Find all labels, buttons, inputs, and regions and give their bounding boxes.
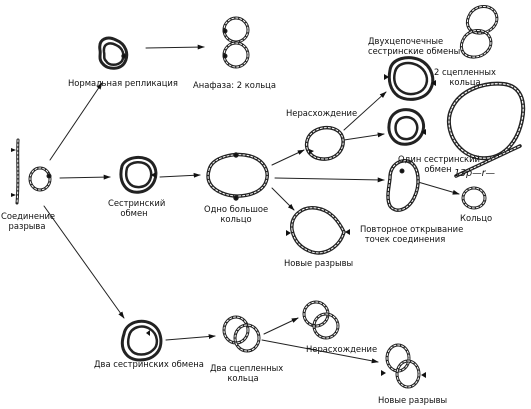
label-reopening: Повторное открывание точек соединения	[360, 224, 464, 244]
sister-exchange-ring	[119, 156, 158, 194]
label-one-exchange: Один сестринский обмен	[398, 154, 480, 174]
nondisjunction-top-ring	[304, 125, 345, 161]
label-one-exchange-line2: обмен	[424, 164, 452, 174]
label-double-exchanges: Двухцепочечные сестринские обмены	[368, 36, 460, 56]
nondisjunction-bottom-rings	[302, 300, 340, 340]
label-two-linked-top-line2: кольца	[449, 77, 481, 87]
label-sister-exchange: Сестринский обмен	[108, 198, 166, 218]
label-two-linked-bottom-line2: кольца	[227, 373, 259, 383]
broken-chromosome	[11, 138, 20, 205]
label-joining-line2: разрыва	[8, 221, 46, 231]
new-breaks-mid-chromosome	[286, 206, 350, 255]
new-breaks-bottom-rings	[381, 343, 426, 389]
label-one-big-ring: Одно большое кольцо	[204, 204, 268, 224]
label-reopening-line2: точек соединения	[364, 234, 446, 244]
label-two-linked-top: 2 сцепленных кольца	[434, 67, 496, 87]
label-new-breaks-bottom: Новые разрывы	[378, 395, 448, 405]
one-exchange-rings	[387, 108, 426, 146]
label-reopening-line1: Повторное открывание	[360, 224, 464, 234]
arrow-to-one-exchange	[343, 132, 385, 141]
anaphase-two-rings	[222, 16, 250, 69]
two-linked-rings-bottom	[222, 315, 261, 353]
label-one-big-ring-line2: кольцо	[220, 214, 252, 224]
label-joining-line1: Соединение	[1, 211, 56, 221]
label-ring: Кольцо	[460, 213, 493, 223]
arrow-to-anaphase	[145, 44, 205, 50]
arrow-to-double-exchanges	[343, 91, 387, 131]
two-linked-rings-top	[459, 5, 499, 59]
arrow-to-two-linked-bottom	[165, 334, 216, 341]
big-ring-right	[446, 81, 526, 161]
label-normal-replication: Нормальная репликация	[68, 78, 178, 88]
label-sister-exchange-line2: обмен	[120, 208, 148, 218]
initial-ring	[28, 166, 52, 192]
label-chromosome-13p: 13p—r—	[454, 168, 496, 179]
label-two-linked-bottom: Два сцепленных кольца	[210, 363, 284, 383]
label-two-linked-bottom-line1: Два сцепленных	[210, 363, 284, 373]
label-nondisjunction-bottom: Нерасхождение	[306, 344, 378, 354]
arrow-to-new-breaks-bottom	[261, 339, 379, 364]
arrow-to-nondisjunction-bottom	[263, 317, 299, 335]
label-one-exchange-line1: Один сестринский	[398, 154, 480, 164]
label-sister-exchange-line1: Сестринский	[108, 198, 166, 208]
label-joining: Соединение разрыва	[1, 211, 56, 231]
label-one-big-ring-line1: Одно большое	[204, 204, 269, 214]
label-anaphase: Анафаза: 2 кольца	[193, 80, 276, 90]
label-two-sister-exchanges: Два сестринских обмена	[94, 359, 204, 369]
arrows	[43, 44, 460, 364]
double-exchanges-linked-rings	[384, 56, 436, 101]
small-ring	[461, 186, 487, 210]
arrow-to-sister-exchange	[59, 174, 111, 180]
label-two-linked-top-line1: 2 сцепленных	[434, 67, 496, 77]
arrow-to-ring	[417, 181, 460, 195]
arrow-to-reopening	[274, 177, 385, 183]
label-nondisjunction-top: Нерасхождение	[286, 108, 358, 118]
label-double-exchanges-line1: Двухцепочечные	[368, 36, 444, 46]
arrow-to-normal-replication	[49, 82, 103, 161]
arrow-to-one-big-ring	[159, 172, 201, 178]
label-new-breaks-mid: Новые разрывы	[284, 258, 354, 268]
reopening-ring	[386, 159, 420, 212]
label-double-exchanges-line2: сестринские обмены	[368, 46, 461, 56]
arrow-to-two-sister-exchanges	[43, 205, 125, 319]
one-big-ring	[206, 152, 269, 201]
arrow-to-nondisjunction-top	[271, 149, 305, 166]
normal-replication-ring	[98, 36, 129, 70]
arrow-to-new-breaks-mid	[271, 187, 295, 211]
two-sister-exchanges-ring	[120, 319, 163, 362]
linear-chromosome-13p	[454, 144, 522, 178]
